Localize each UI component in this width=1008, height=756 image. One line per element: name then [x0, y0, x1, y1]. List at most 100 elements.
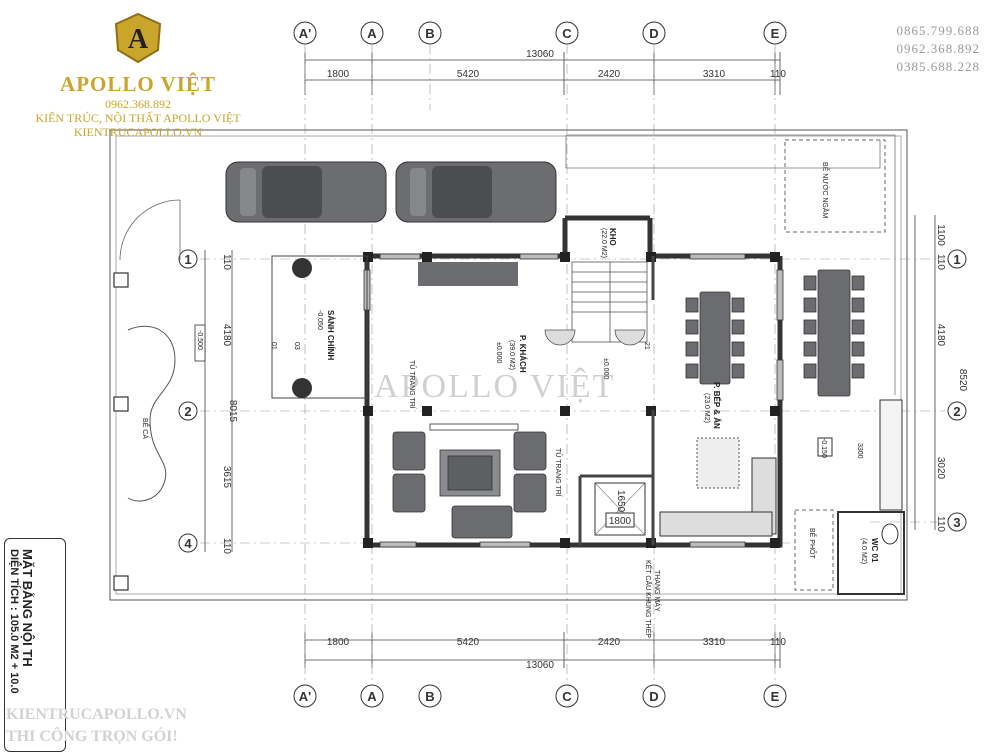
- brand-logo: A APOLLO VIỆT 0962.368.892 KIẾN TRÚC, NỘ…: [8, 10, 268, 139]
- driveway: [565, 134, 896, 395]
- dim-left-total: 8015: [227, 400, 238, 423]
- title-block: MẶT BẰNG NỘI TH DIỆN TÍCH : 105.0 M2 + 1…: [4, 538, 66, 752]
- grid-col-c: C: [562, 26, 572, 41]
- footer-website: KIENTRUCAPOLLO.VN: [6, 706, 187, 723]
- lobby-pillar-1: [292, 258, 312, 278]
- yard-level: -0.500: [196, 330, 203, 350]
- dim-right-part-2: 3020: [935, 457, 946, 480]
- lobby-level: -0.050: [316, 310, 323, 330]
- stair-step-21: 21: [643, 342, 650, 350]
- dim-total-top: 13060: [526, 49, 554, 60]
- dim-total-bottom: 13060: [526, 660, 554, 671]
- dim-right-edge-2: 110: [935, 254, 946, 270]
- living-label: P. KHÁCH: [518, 335, 527, 373]
- elevator-label: THANG MÁY: [653, 570, 662, 612]
- dim-left-edge-1: 110: [221, 254, 232, 270]
- storage-area: (22.0 M2): [600, 228, 607, 258]
- dim-span-4-bottom: 3310: [703, 637, 726, 648]
- living-area: (39.0 M2): [508, 340, 515, 370]
- staircase: [544, 261, 648, 346]
- columns: [363, 252, 780, 548]
- hall-level: ±0.000: [602, 358, 609, 379]
- grid-col-b-bottom: B: [425, 689, 434, 704]
- wc-room: [837, 511, 905, 595]
- grid-col-d-bottom: D: [649, 689, 658, 704]
- dim-right-edge-1: 1100: [935, 224, 946, 246]
- elevator-structure: KẾT CẤU KHUNG THÉP: [644, 560, 654, 638]
- grid-bubbles-side: [178, 249, 967, 553]
- brand-phone: 0962.368.892: [105, 97, 171, 111]
- outdoor-dining: [803, 269, 865, 397]
- dim-left-edge-2: 110: [221, 538, 232, 554]
- septic-tank: [794, 509, 834, 591]
- dim-span-1-bottom: 1800: [327, 637, 350, 648]
- dim-right-total: 8520: [957, 369, 968, 392]
- dim-span-2-bottom: 5420: [457, 637, 480, 648]
- elevator-cross: [594, 482, 646, 536]
- partitions: [578, 256, 655, 545]
- grid-col-a-prime: A': [299, 26, 311, 41]
- tv-console: [418, 262, 518, 286]
- kitchen-counter-bottom: [659, 511, 773, 537]
- title-main: MẶT BẰNG NỘI TH: [20, 549, 35, 667]
- cabinet-label-1: TỦ TRANG TRÍ: [408, 360, 417, 409]
- footer-promo: KIENTRUCAPOLLO.VN THI CÔNG TRỌN GÓI!: [6, 704, 187, 748]
- grid-col-c-bottom: C: [562, 689, 572, 704]
- fish-pond-label: BỂ CÁ: [141, 418, 150, 439]
- kitchen-area: (23.0 M2): [703, 393, 710, 423]
- water-tank: [784, 139, 886, 233]
- wc-label: WC 01: [870, 538, 879, 563]
- footer-slogan: THI CÔNG TRỌN GÓI!: [6, 728, 178, 745]
- kitchen-level-box: [817, 437, 833, 457]
- logo-monogram: A: [128, 24, 149, 55]
- cabinet-label-2: TỦ TRANG TRÍ: [554, 448, 563, 497]
- dim-span-1: 1800: [327, 69, 350, 80]
- step-03: 03: [293, 342, 300, 350]
- grid-row-2-right: 2: [953, 404, 960, 419]
- grid-col-b: B: [425, 26, 434, 41]
- dim-span-4: 3310: [703, 69, 726, 80]
- dim-right-part-1: 4180: [935, 324, 946, 347]
- dining-table: [685, 291, 745, 385]
- dim-right-edge-3: 110: [935, 516, 946, 532]
- brand-tagline: KIẾN TRÚC, NỘI THẤT APOLLO VIỆT: [35, 111, 241, 125]
- title-area: DIỆN TÍCH : 105.0 M2 + 10.0: [8, 549, 20, 694]
- lobby-pillar-2: [292, 378, 312, 398]
- dim-span-3: 2420: [598, 69, 621, 80]
- grid-col-a: A: [367, 26, 377, 41]
- grid-col-d: D: [649, 26, 658, 41]
- dim-span-5: 110: [770, 69, 786, 80]
- kitchen-level: -0.150: [820, 438, 827, 458]
- grid-col-a-bottom: A: [367, 689, 377, 704]
- phone-1: 0865.799.688: [896, 23, 980, 38]
- lot-boundary: [109, 129, 908, 601]
- grid-col-e-bottom: E: [771, 689, 780, 704]
- stair-width: 1650: [615, 490, 626, 513]
- elevator-dim-box: [605, 512, 635, 528]
- grid-row-1: 1: [184, 252, 191, 267]
- fish-pond: [127, 325, 176, 502]
- wc-area: (4.0 M2): [860, 538, 867, 564]
- brand-website: KIENTRUCAPOLLO.VN: [73, 125, 203, 139]
- grid-col-e: E: [771, 26, 780, 41]
- grid-row-1-right: 1: [953, 252, 960, 267]
- yard-posts: [113, 272, 129, 591]
- car-2: [395, 161, 557, 223]
- dim-span-2: 5420: [457, 69, 480, 80]
- car-1: [225, 161, 387, 223]
- title-text: MẶT BẰNG NỘI TH DIỆN TÍCH : 105.0 M2 + 1…: [8, 549, 35, 694]
- logo-shield-icon: A: [114, 12, 162, 64]
- kitchen-label: P. BẾP & ĂN: [712, 382, 722, 429]
- lobby-label: SẢNH CHÍNH: [326, 310, 335, 360]
- kitchen-depth: 3300: [856, 443, 863, 459]
- stair-length: 1800: [609, 516, 632, 527]
- grid-col-a-prime-bottom: A': [299, 689, 311, 704]
- dim-left-part-2: 3615: [221, 466, 232, 489]
- service-counter: [879, 399, 903, 511]
- dim-span-3-bottom: 2420: [598, 637, 621, 648]
- kitchen-island: [696, 437, 740, 489]
- sofa-set: [392, 423, 547, 539]
- brand-name: APOLLO VIỆT: [60, 72, 216, 96]
- lobby-area: [271, 255, 368, 399]
